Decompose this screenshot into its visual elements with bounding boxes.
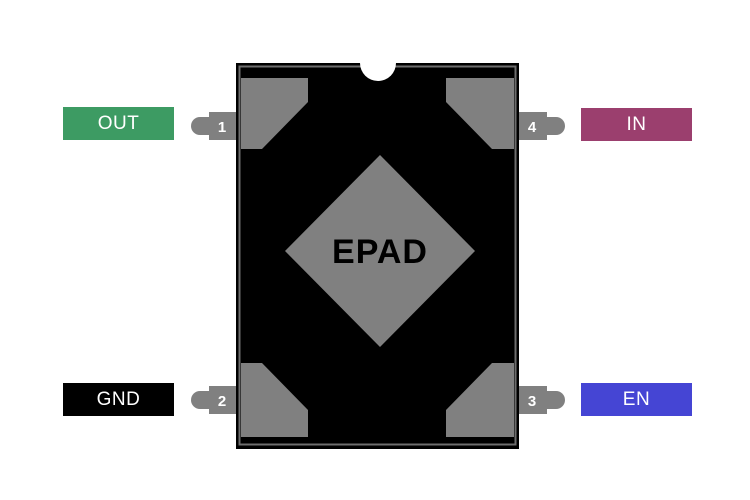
corner-pad-bottom-left [241,363,308,437]
pin-lead-2 [191,386,239,414]
pin-label-en: EN [581,383,692,416]
pin-label-in: IN [581,108,692,141]
pin-lead-3 [517,386,565,414]
pin-number-1: 1 [218,119,226,136]
exposed-pad [285,155,475,347]
pin1-notch-icon [360,45,396,81]
pin-lead-1 [191,112,239,140]
pin-lead-4 [517,112,565,140]
pin-label-gnd: GND [63,383,174,416]
pin-number-3: 3 [528,393,536,410]
corner-pad-top-left [241,78,308,149]
corner-pad-top-right [446,78,514,149]
corner-pad-bottom-right [446,363,514,437]
epad-label: EPAD [332,233,428,271]
pin-label-out: OUT [63,107,174,140]
pin-number-2: 2 [218,393,226,410]
pin-number-4: 4 [528,119,537,136]
